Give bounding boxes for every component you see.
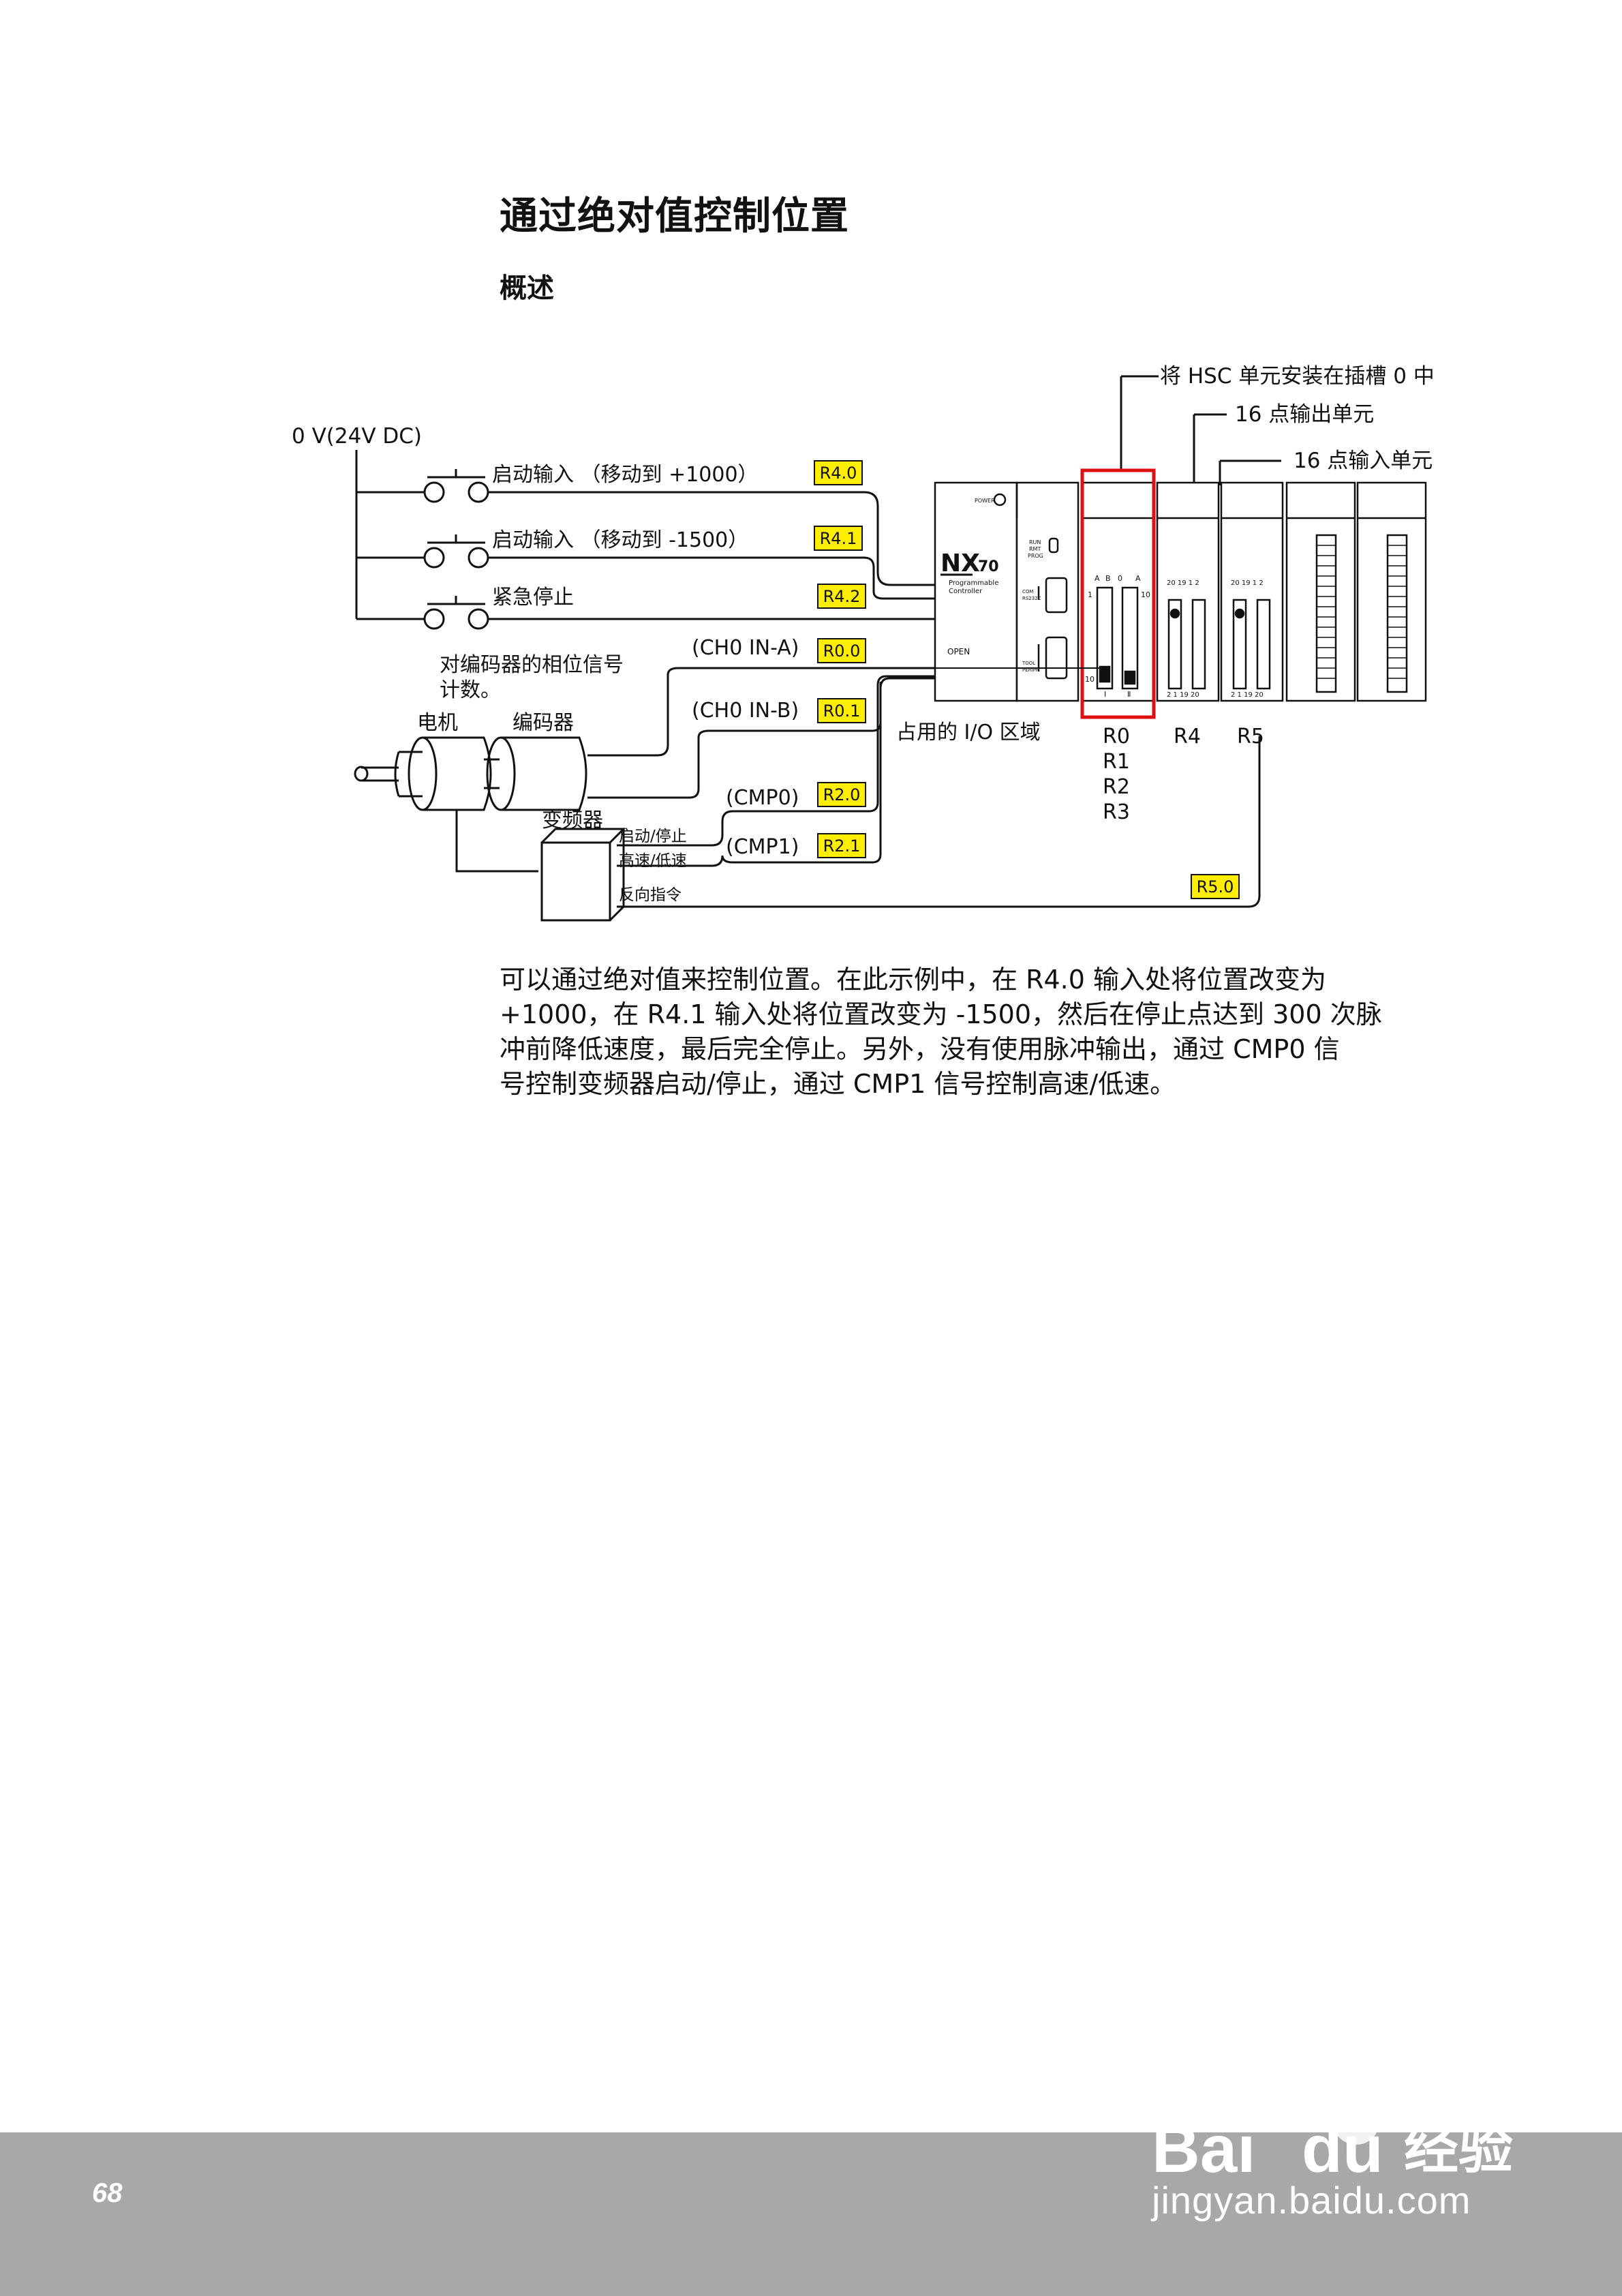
page-title: 通过绝对值控制位置 (500, 194, 849, 239)
plc-brand: OPEN (947, 647, 970, 656)
reg-r1: R1 (1103, 750, 1130, 774)
tag-r40 (814, 460, 863, 485)
motor (354, 736, 500, 811)
tag-r20-label: R2.0 (823, 785, 861, 804)
switch-emergency-stop (356, 596, 935, 630)
tag-r21-label: R2.1 (823, 836, 861, 856)
switch-start-minus (356, 534, 935, 600)
page-number: 68 (92, 2178, 123, 2208)
switch3-label: 紧急停止 (492, 586, 574, 609)
plc-model-number: 70 (978, 558, 999, 575)
reg-r0: R0 (1103, 725, 1130, 749)
supply-label: 0 V(24V DC) (292, 424, 422, 449)
page-footer (0, 2132, 1622, 2296)
plc-sub1: Programmable (949, 579, 998, 587)
plc-periph-label: PERIPH (1022, 667, 1039, 673)
plc-prog-label: PROG (1028, 553, 1043, 559)
inverter-speed-label: 高速/低速 (619, 852, 687, 870)
hsc-conn-i: Ⅰ (1104, 690, 1106, 699)
plc-rmt-label: RMT (1029, 546, 1041, 552)
tag-r20 (817, 782, 866, 807)
output-pins-bottom: 2 1 19 20 (1167, 691, 1199, 699)
wiring-diagram: 将 HSC 单元安装在插槽 0 中 16 点输出单元 16 点输入单元 0 V(… (292, 364, 1435, 922)
switch-start-plus (356, 469, 935, 586)
output-pins-top: 20 19 1 2 (1167, 579, 1199, 587)
input-pins-top: 20 19 1 2 (1231, 579, 1264, 587)
paragraph-line: 冲前降低速度，最后完全停止。另外，没有使用脉冲输出，通过 CMP0 信 (500, 1034, 1340, 1064)
io-area-label: 占用的 I/O 区域 (896, 721, 1041, 744)
inverter-wires (617, 675, 1261, 908)
extra-module-2 (1356, 481, 1427, 702)
tag-r01 (817, 698, 866, 723)
encoder (486, 736, 587, 811)
encoder-label: 编码器 (512, 711, 574, 735)
signal-ch0-a: (CH0 IN-A) (692, 636, 799, 660)
watermark-brand: Bai (1152, 2111, 1256, 2186)
plc-cpu-module (934, 481, 1080, 702)
inverter-label: 变频器 (542, 809, 603, 832)
callout-lines (1120, 375, 1281, 485)
plc-model: NX (940, 549, 980, 577)
tag-r00 (817, 638, 866, 663)
signal-cmp1: (CMP1) (726, 835, 799, 859)
tag-r21 (817, 833, 866, 858)
hsc-pin-1: 1 (1088, 590, 1092, 599)
hsc-top-a: A (1095, 574, 1100, 583)
watermark-product: 经验 (1404, 2119, 1513, 2179)
hsc-conn-ii: Ⅱ (1127, 690, 1131, 699)
hsc-top-a2: A (1135, 574, 1141, 583)
hsc-slot-highlight (1080, 468, 1156, 719)
reg-r2: R2 (1103, 775, 1130, 799)
reg-r4: R4 (1174, 725, 1201, 749)
tag-r42 (817, 584, 866, 609)
input-module (1220, 481, 1284, 702)
motor-label: 电机 (417, 711, 458, 735)
tag-r41 (814, 526, 863, 551)
input-pins-bottom: 2 1 19 20 (1231, 691, 1264, 699)
tag-r42-label: R4.2 (823, 587, 861, 606)
tag-r40-label: R4.0 (820, 464, 857, 483)
encoder-note-line2: 计数。 (440, 678, 501, 702)
paw-icon (1311, 2079, 1398, 2145)
encoder-note-line1: 对编码器的相位信号 (440, 653, 624, 677)
signal-cmp0: (CMP0) (726, 786, 799, 810)
plc-rs232-label: RS232C (1022, 596, 1041, 601)
tag-r01-label: R0.1 (823, 701, 861, 721)
extra-module-1 (1285, 481, 1356, 702)
plc-tool-label: TOOL (1022, 661, 1035, 666)
hsc-top-b: B (1105, 574, 1111, 583)
inverter-start-stop-label: 启动/停止 (619, 828, 687, 845)
tag-r50 (1191, 874, 1240, 899)
plc-sub2: Controller (949, 588, 983, 595)
reg-r5: R5 (1237, 725, 1264, 749)
paragraph-line: +1000，在 R4.1 输入处将位置改变为 -1500，然后在停止点达到 30… (500, 999, 1382, 1029)
hsc-top-0: 0 (1118, 574, 1122, 583)
watermark-brand-du: du (1302, 2111, 1383, 2186)
description-paragraph: 可以通过绝对值来控制位置。在此示例中，在 R4.0 输入处将位置改变为 +100… (500, 963, 1481, 1102)
reg-r3: R3 (1103, 800, 1130, 824)
callout-output-unit: 16 点输出单元 (1235, 402, 1374, 427)
watermark-url: jingyan.baidu.com (1152, 2179, 1471, 2222)
callout-hsc: 将 HSC 单元安装在插槽 0 中 (1160, 364, 1435, 389)
switch1-label: 启动输入 （移动到 +1000） (492, 463, 759, 487)
signal-ch0-b: (CH0 IN-B) (692, 699, 799, 723)
switch2-label: 启动输入 （移动到 -1500） (492, 528, 748, 552)
plc-com-label: COM (1022, 589, 1033, 594)
plc-power-label: POWER (975, 498, 995, 504)
hsc-module (1081, 481, 1155, 702)
hsc-pin-10b: 10 (1085, 675, 1095, 684)
tag-r00-label: R0.0 (823, 641, 861, 661)
hsc-pin-10: 10 (1141, 590, 1150, 599)
tag-r50-label: R5.0 (1197, 877, 1234, 896)
plc-run-label: RUN (1029, 539, 1041, 545)
encoder-wires (587, 667, 935, 799)
section-heading: 概述 (500, 273, 554, 304)
baidu-watermark: Bai du 经验 (1152, 2079, 1513, 2186)
tag-r41-label: R4.1 (820, 529, 857, 548)
paragraph-line: 可以通过绝对值来控制位置。在此示例中，在 R4.0 输入处将位置改变为 (500, 965, 1326, 995)
output-module (1156, 481, 1220, 702)
callout-input-unit: 16 点输入单元 (1294, 449, 1433, 473)
inverter-reverse-label: 反向指令 (619, 886, 682, 904)
paragraph-line: 号控制变频器启动/停止，通过 CMP1 信号控制高速/低速。 (500, 1069, 1176, 1099)
